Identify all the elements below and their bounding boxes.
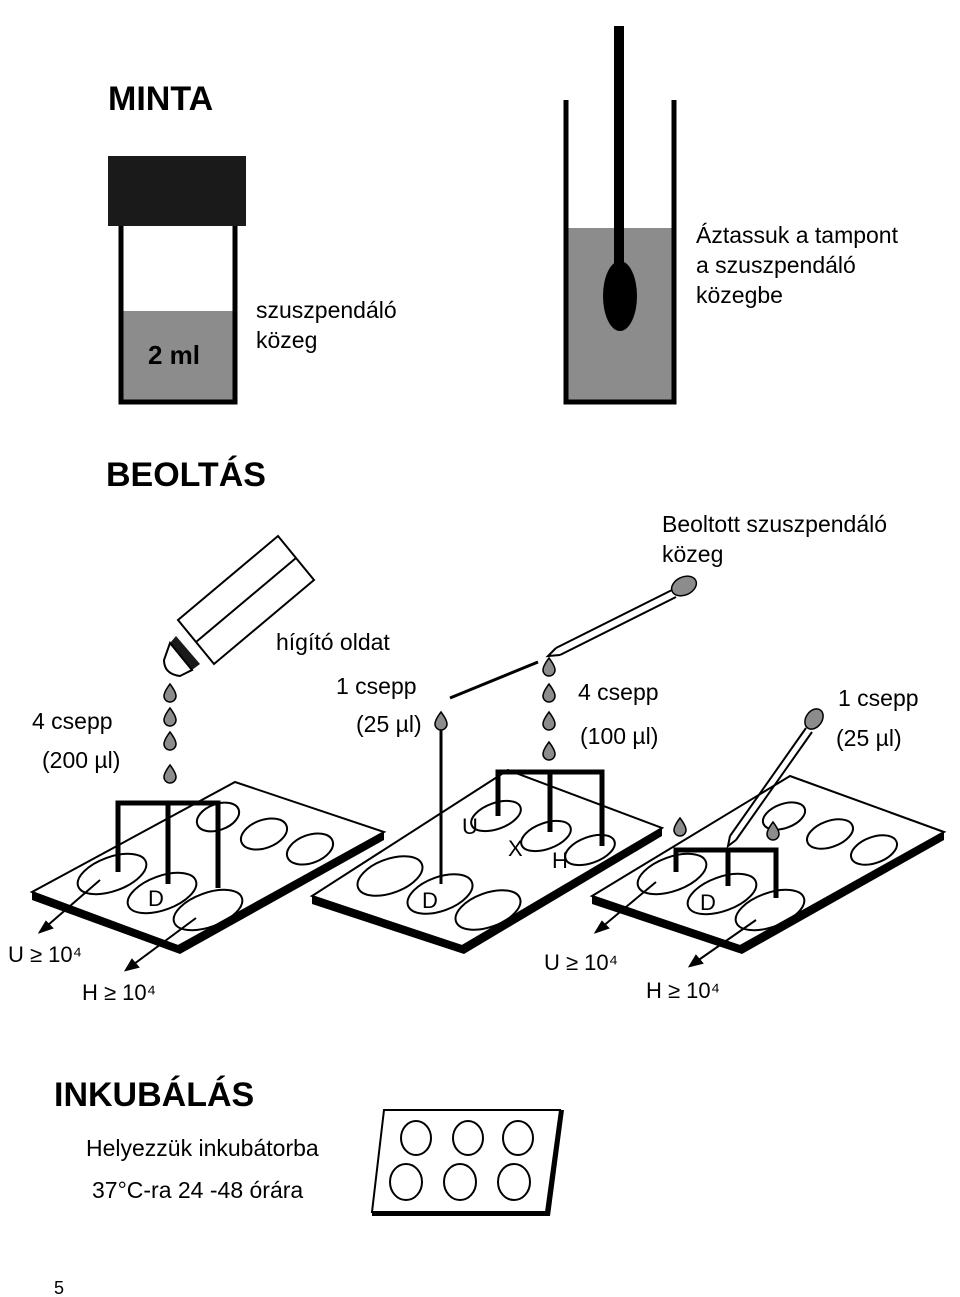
swab-tip bbox=[603, 261, 637, 331]
drops-left-volume: (200 µl) bbox=[42, 747, 120, 773]
drops-right-volume: (25 µl) bbox=[836, 725, 902, 751]
plate2-well-d: D bbox=[422, 888, 438, 913]
incubation-plate bbox=[370, 1109, 564, 1216]
swab-container bbox=[563, 26, 677, 405]
plate3-result-u: U ≥ 10⁴ bbox=[544, 950, 618, 975]
plate1-result-h: H ≥ 10⁴ bbox=[82, 980, 156, 1005]
heading-beoltas: BEOLTÁS bbox=[106, 456, 266, 494]
plate3-result-h: H ≥ 10⁴ bbox=[646, 978, 720, 1003]
medium-label-line1: szuszpendáló bbox=[256, 297, 397, 323]
drops-midleft-volume: (25 µl) bbox=[356, 711, 422, 737]
diluent-label: hígító oldat bbox=[276, 629, 390, 655]
drops-left bbox=[163, 682, 177, 784]
drops-midright-count: 4 csepp bbox=[578, 679, 659, 705]
plate2-well-u: U bbox=[462, 814, 478, 839]
drop-single-left bbox=[434, 710, 448, 731]
incubation-instruction-line1: Helyezzük inkubátorba bbox=[86, 1135, 319, 1161]
drops-middle bbox=[542, 656, 556, 761]
drops-left-count: 4 csepp bbox=[32, 708, 113, 734]
plate-2: U X H D bbox=[309, 730, 665, 954]
page-number: 5 bbox=[54, 1278, 64, 1297]
soak-label-line3: közegbe bbox=[696, 282, 783, 308]
plate1-well-d: D bbox=[148, 886, 164, 911]
drops-right-count: 1 csepp bbox=[838, 685, 919, 711]
plate-1: D bbox=[29, 780, 387, 972]
drops-midleft-count: 1 csepp bbox=[336, 673, 417, 699]
plate2-well-x: X bbox=[508, 836, 523, 861]
plate2-well-h: H bbox=[552, 848, 568, 873]
medium-label-line2: közeg bbox=[256, 327, 317, 353]
heading-minta: MINTA bbox=[108, 80, 213, 118]
incubation-instruction-line2: 37°C-ra 24 -48 órára bbox=[92, 1177, 303, 1203]
inoculated-label-line1: Beoltott szuszpendáló bbox=[662, 511, 887, 537]
plate1-result-u: U ≥ 10⁴ bbox=[8, 942, 82, 967]
soak-label-line1: Áztassuk a tampont bbox=[696, 222, 899, 248]
plate3-well-d: D bbox=[700, 890, 716, 915]
pipette-small bbox=[726, 708, 824, 849]
pipette-main bbox=[545, 575, 698, 658]
transfer-line bbox=[449, 660, 539, 700]
drops-midright-volume: (100 µl) bbox=[580, 723, 658, 749]
soak-label-line2: a szuszpendáló bbox=[696, 252, 856, 278]
sample-tube: 2 ml bbox=[108, 156, 246, 405]
tube-volume-label: 2 ml bbox=[148, 340, 200, 370]
plate-3: D bbox=[589, 774, 947, 968]
heading-inkubalas: INKUBÁLÁS bbox=[54, 1076, 254, 1114]
inoculated-label-line2: közeg bbox=[662, 541, 723, 567]
diluent-bottle bbox=[162, 534, 316, 678]
